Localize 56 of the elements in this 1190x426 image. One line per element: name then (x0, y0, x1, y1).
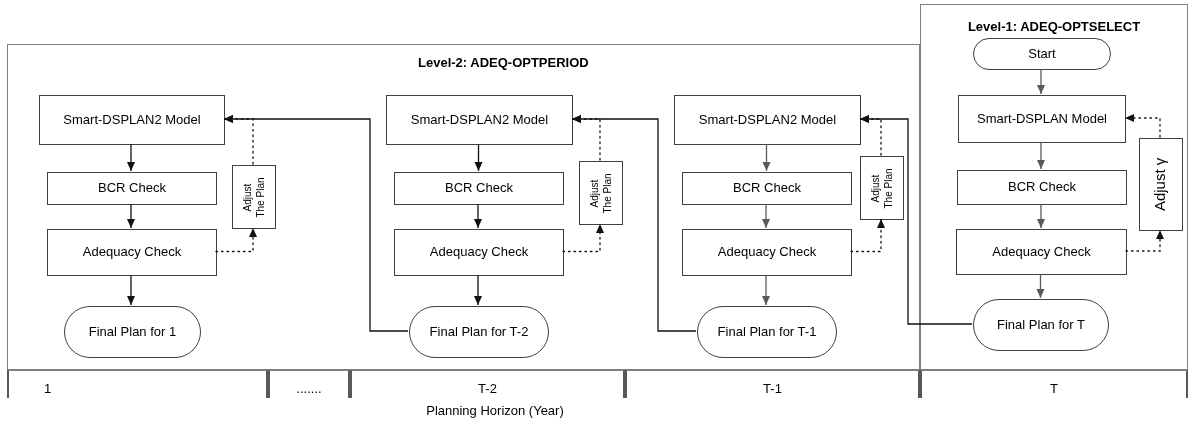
timeline-cell: T (920, 370, 1188, 398)
arrow (859, 115, 973, 325)
arrow (762, 274, 770, 306)
rotated-label: Adjust The Plan (869, 167, 894, 209)
stage-panel (920, 4, 1188, 370)
process-box: BCR Check (47, 172, 217, 205)
arrow (223, 115, 409, 332)
arrow (1036, 273, 1045, 299)
arrow (1037, 68, 1045, 95)
adjust-box (1139, 138, 1183, 231)
panel-title: Level-2: ADEQ-OPTPERIOD (418, 55, 589, 70)
panel-title: Level-1: ADEQ-OPTSELECT (967, 19, 1141, 34)
adjust-box (860, 156, 904, 220)
timeline-cell: T-2 (350, 370, 625, 398)
adjust-box (232, 165, 276, 229)
arrow (571, 115, 697, 332)
arrow (127, 274, 135, 306)
arrow (127, 203, 135, 229)
stage-panel (7, 44, 920, 370)
arrow (474, 143, 483, 172)
arrow (474, 274, 482, 306)
dotted-arrow (1124, 114, 1161, 138)
arrow (762, 203, 770, 229)
rotated-label: Adjust The Plan (241, 176, 266, 218)
terminal-box: Final Plan for T-2 (409, 306, 549, 358)
dotted-arrow (1125, 229, 1164, 252)
arrow (762, 143, 771, 172)
axis-title: Planning Horizon (Year) (426, 402, 564, 420)
timeline-cell: ....... (268, 370, 350, 398)
terminal-box: Final Plan for 1 (64, 306, 201, 358)
dotted-arrow (562, 223, 604, 253)
process-box: Smart-DSPLAN Model (958, 95, 1126, 143)
arrow (1037, 203, 1045, 229)
process-box: Smart-DSPLAN2 Model (386, 95, 573, 145)
arrow (1037, 141, 1045, 170)
process-box: Smart-DSPLAN2 Model (39, 95, 225, 145)
process-box: BCR Check (682, 172, 852, 205)
terminal-box: Final Plan for T (973, 299, 1109, 351)
arrow (474, 203, 482, 229)
process-box: BCR Check (957, 170, 1127, 205)
timeline-cell: T-1 (625, 370, 920, 398)
terminal-box: Final Plan for T-1 (697, 306, 837, 358)
timeline-cell: 1 (7, 370, 268, 398)
process-box: Adequacy Check (956, 229, 1127, 275)
process-box: Adequacy Check (394, 229, 564, 276)
arrow (127, 143, 135, 172)
terminal-box: Start (973, 38, 1111, 70)
process-box: Smart-DSPLAN2 Model (674, 95, 861, 145)
process-box: Adequacy Check (47, 229, 217, 276)
process-box: Adequacy Check (682, 229, 852, 276)
process-box: BCR Check (394, 172, 564, 205)
dotted-arrow (850, 218, 885, 253)
rotated-label: Adjust The Plan (588, 172, 613, 214)
adjust-box (579, 161, 623, 225)
dotted-arrow (215, 227, 257, 253)
rotated-label: Adjust γ (1151, 157, 1170, 212)
